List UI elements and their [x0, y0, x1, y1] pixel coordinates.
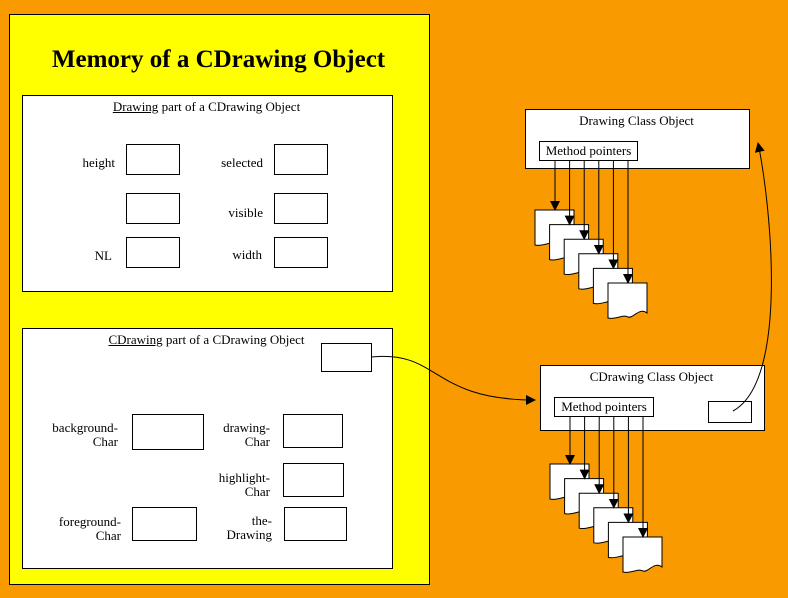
drawing-part-box — [22, 95, 393, 292]
parent-class-arrow — [732, 142, 772, 412]
the-drawing-label-line2: Drawing — [226, 527, 273, 542]
highlight-char-label: highlight-Char — [200, 471, 270, 499]
selected-field — [274, 144, 328, 175]
instance-to-class-arrow — [370, 355, 536, 405]
the-drawing-label-line1: the- — [251, 513, 272, 528]
highlight-char-label-line2: Char — [244, 484, 270, 499]
the-drawing-label: the-Drawing — [200, 513, 273, 542]
the-drawing-field — [284, 507, 347, 541]
background-char-label-line2: Char — [92, 434, 118, 449]
drawing-char-label-line1: drawing- — [223, 420, 270, 435]
memory-title: Memory of a CDrawing Object — [51, 46, 386, 73]
drawing-char-label-line2: Char — [244, 434, 270, 449]
cdrawing-method-page — [622, 536, 663, 573]
drawing-method-page — [607, 282, 648, 319]
cdrawing-method-stack — [549, 416, 663, 573]
class-pointer-field — [321, 343, 372, 372]
width-label: width — [232, 247, 262, 262]
background-char-label: background-Char — [30, 421, 118, 449]
cdrawing-class-parent-field — [708, 401, 752, 423]
width-field — [274, 237, 328, 268]
foreground-char-field — [132, 507, 197, 541]
background-char-label-line1: background- — [52, 420, 118, 435]
drawing-method-pointers-box: Method pointers — [539, 141, 638, 161]
nl-label: NL — [94, 248, 112, 263]
nl-field — [126, 237, 180, 268]
height-field — [126, 144, 180, 175]
unlabeled-field — [126, 193, 180, 224]
drawing-part-title-rest: part of a CDrawing Object — [158, 99, 301, 114]
cdrawing-part-title-rest: part of a CDrawing Object — [162, 332, 305, 347]
drawing-part-title: Drawing part of a CDrawing Object — [22, 99, 391, 115]
cdrawing-method-pointers-box: Method pointers — [554, 397, 654, 417]
foreground-char-label: foreground-Char — [30, 515, 121, 543]
background-char-field — [132, 414, 204, 450]
drawing-class-title: Drawing Class Object — [579, 113, 694, 128]
foreground-char-label-line1: foreground- — [58, 514, 121, 529]
visible-field — [274, 193, 328, 224]
height-label: height — [82, 155, 116, 170]
highlight-char-field — [283, 463, 344, 497]
cdrawing-class-title: CDrawing Class Object — [589, 369, 714, 384]
foreground-char-label-line2: Char — [95, 528, 121, 543]
drawing-method-stack — [534, 160, 648, 319]
selected-label: selected — [221, 155, 263, 170]
cdrawing-part-title-underlined: CDrawing — [108, 332, 163, 347]
drawing-part-title-underlined: Drawing — [112, 99, 159, 114]
drawing-char-label: drawing-Char — [200, 421, 270, 449]
drawing-char-field — [283, 414, 343, 448]
visible-label: visible — [228, 205, 263, 220]
cdrawing-part-title: CDrawing part of a CDrawing Object — [22, 332, 391, 348]
highlight-char-label-line1: highlight- — [218, 470, 270, 485]
